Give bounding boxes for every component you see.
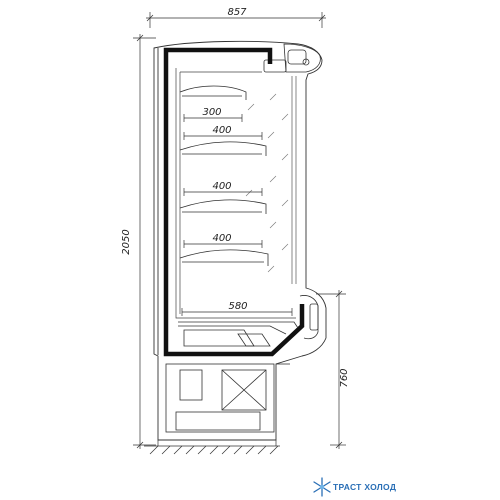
bottom-deck: [178, 321, 299, 347]
front-air-grille: [299, 295, 319, 340]
cabinet-shell: [153, 40, 327, 441]
width-dimension-label: 857: [227, 7, 247, 18]
brand-logo: ТРАСТ ХОЛОД: [313, 477, 396, 497]
shelf-2: [179, 141, 267, 156]
glass-reflections: [245, 93, 289, 273]
snowflake-icon: [313, 477, 331, 497]
base-height-dimension-label: 760: [339, 368, 350, 387]
bottom-depth-label: 580: [228, 301, 247, 312]
inner-liner: [175, 68, 296, 319]
shelf-4-depth-label: 400: [212, 233, 231, 244]
height-dimension-label: 2050: [121, 229, 132, 254]
brand-name: ТРАСТ ХОЛОД: [333, 482, 396, 492]
insulated-wall: [163, 47, 305, 357]
top-canopy: [263, 43, 321, 73]
width-dimension: [146, 12, 326, 28]
height-dimension: [133, 34, 156, 449]
shelf-2-depth-label: 400: [212, 125, 231, 136]
shelf-3-depth-label: 400: [212, 181, 231, 192]
shelf-1: [179, 85, 247, 100]
glass-front: [291, 76, 297, 284]
base-height-dimension: [316, 290, 346, 449]
shelf-3: [179, 199, 267, 214]
shelf-4: [179, 249, 269, 266]
shelf-dim-lines: [181, 114, 293, 316]
machine-compartment: [165, 363, 290, 433]
shelf-1-depth-label: 300: [202, 107, 221, 118]
floor: [144, 440, 280, 455]
